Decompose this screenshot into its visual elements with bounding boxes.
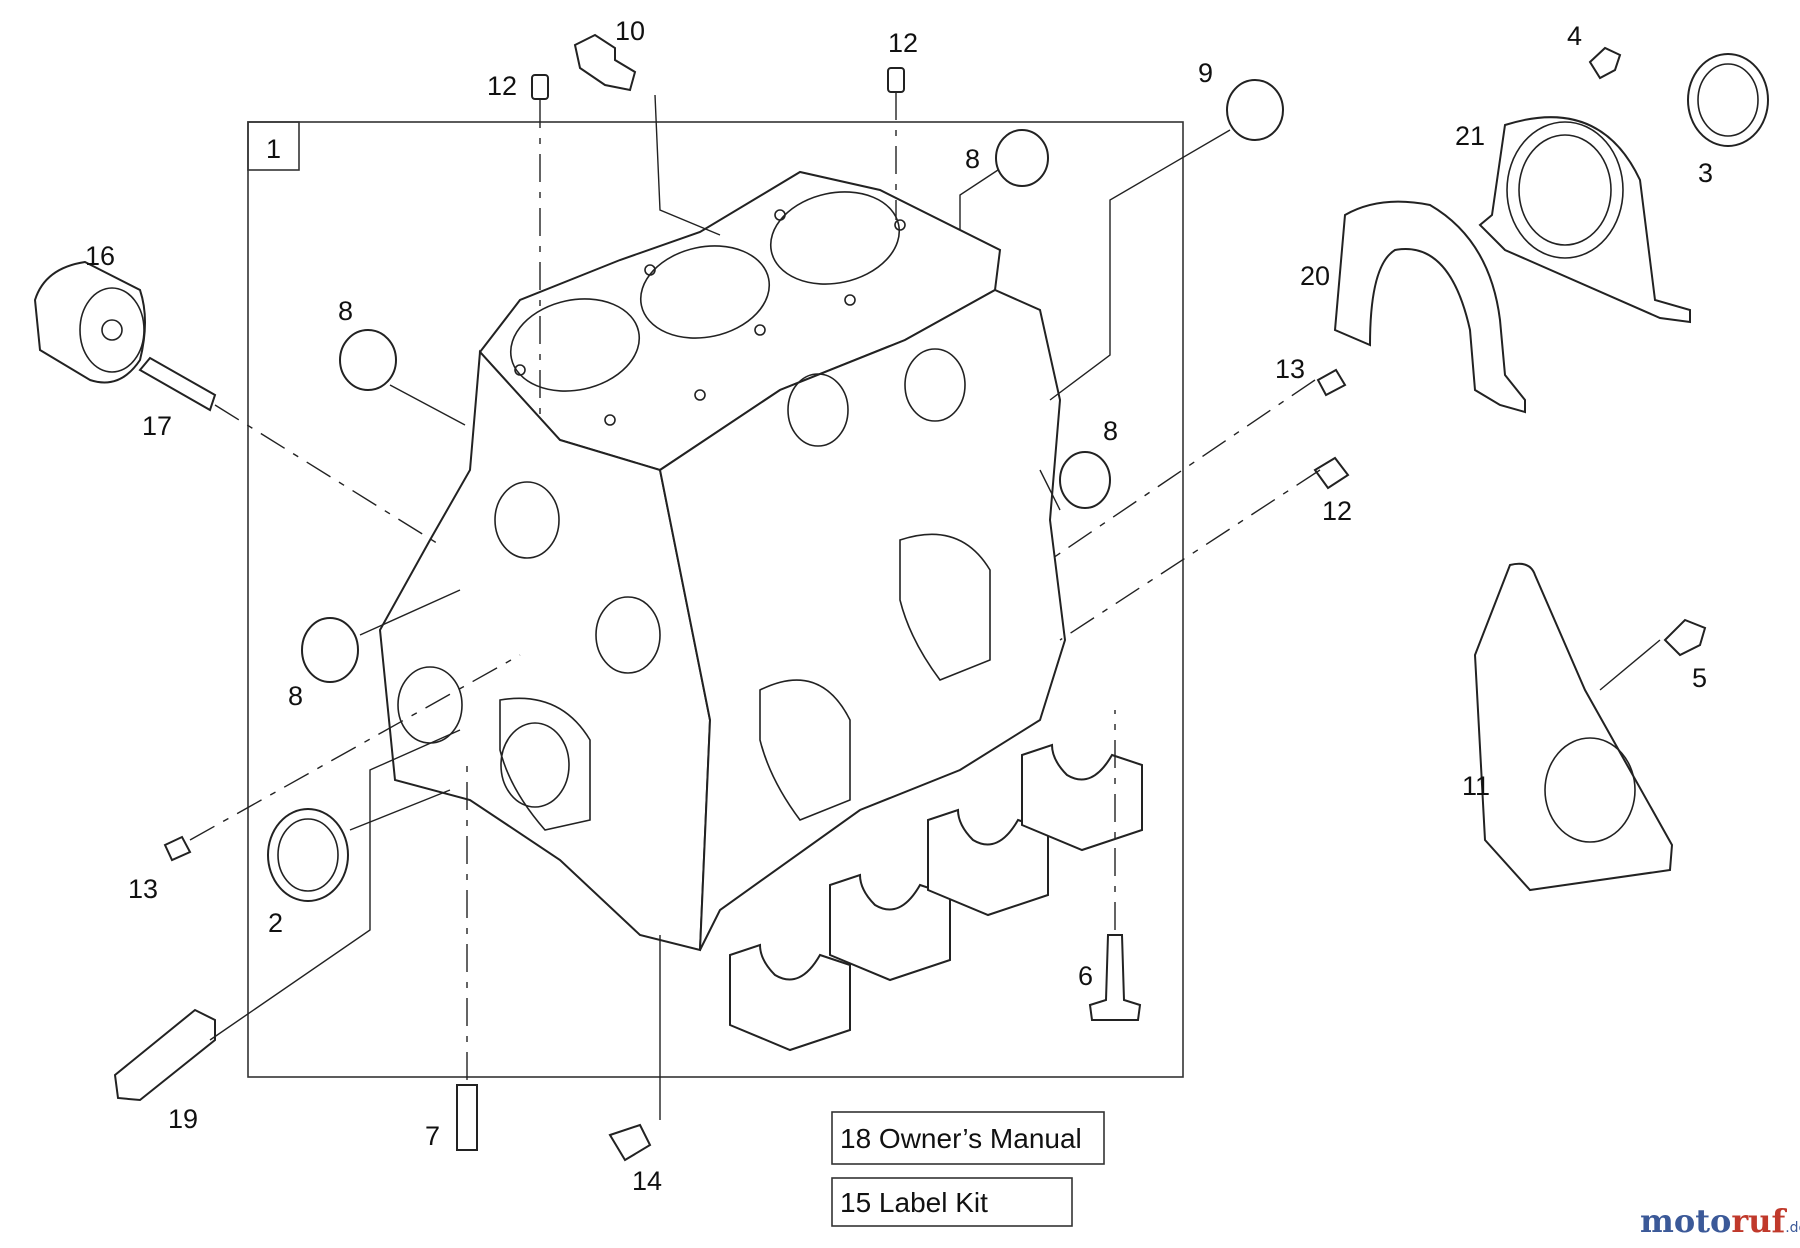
main-bearing-caps: [729, 743, 1143, 1052]
dowel-pin-13b: [1316, 368, 1347, 397]
plug-8b: [339, 329, 397, 391]
callout-12: 12: [1322, 496, 1352, 526]
callout-20: 20: [1300, 261, 1330, 291]
assembly-frame: [247, 121, 1184, 1078]
side-cover-plate: [1473, 562, 1674, 892]
bolt-6: [1088, 934, 1142, 1021]
assembly-number-box: [247, 121, 300, 171]
bolt-10: [573, 33, 637, 92]
sleeve-14: [608, 1123, 652, 1162]
callout-12: 12: [487, 71, 517, 101]
plug-8c: [1059, 451, 1111, 509]
plug-8a: [995, 129, 1049, 187]
oil-seal-3: [1687, 53, 1769, 147]
callout-4: 4: [1567, 21, 1582, 51]
callout-10: 10: [615, 16, 645, 46]
callout-16: 16: [85, 241, 115, 271]
filter-stud: [138, 356, 217, 412]
callout-8: 8: [288, 681, 303, 711]
dowel-pin-12b: [887, 67, 905, 93]
dowel-pin-13a: [163, 835, 192, 862]
callout-21: 21: [1455, 121, 1485, 151]
callout-11: 11: [1462, 771, 1490, 801]
plug-19: [113, 1008, 216, 1102]
callout-9: 9: [1198, 58, 1213, 88]
dowel-pin-12c: [1313, 456, 1350, 490]
oil-seal-2: [267, 808, 349, 902]
callout-6: 6: [1078, 961, 1093, 991]
bolt-5: [1663, 618, 1707, 657]
callout-7: 7: [425, 1121, 440, 1151]
callout-3: 3: [1698, 158, 1713, 188]
callout-1: 1: [266, 134, 281, 164]
callout-13: 13: [128, 874, 158, 904]
watermark-logo: motoruf.de: [1640, 1202, 1800, 1240]
svg-text:motoruf.de: motoruf.de: [1640, 1202, 1800, 1240]
callout-14: 14: [632, 1166, 662, 1196]
owners-manual-label: 18 Owner’s Manual: [840, 1123, 1082, 1154]
callout-13: 13: [1275, 354, 1305, 384]
label-kit-box: [831, 1177, 1073, 1227]
rear-seal-housing: [1478, 116, 1691, 324]
callout-2: 2: [268, 908, 283, 938]
cylinder-block: [378, 170, 1067, 952]
callout-17: 17: [142, 411, 172, 441]
dowel-pin-12a: [531, 74, 549, 100]
oil-filter: [33, 260, 146, 384]
label-kit-label: 15 Label Kit: [840, 1187, 988, 1218]
plug-8d: [301, 617, 359, 683]
callout-12: 12: [888, 28, 918, 58]
owners-manual-box: [831, 1111, 1105, 1165]
callout-19: 19: [168, 1104, 198, 1134]
callout-8: 8: [965, 144, 980, 174]
rear-plate: [1333, 200, 1526, 414]
plug-9: [1226, 79, 1284, 141]
callout-8: 8: [338, 296, 353, 326]
bolt-4: [1588, 46, 1622, 80]
plug-7: [456, 1084, 478, 1151]
leader-lines: [189, 92, 1661, 1120]
callout-8: 8: [1103, 416, 1118, 446]
callout-5: 5: [1692, 663, 1707, 693]
